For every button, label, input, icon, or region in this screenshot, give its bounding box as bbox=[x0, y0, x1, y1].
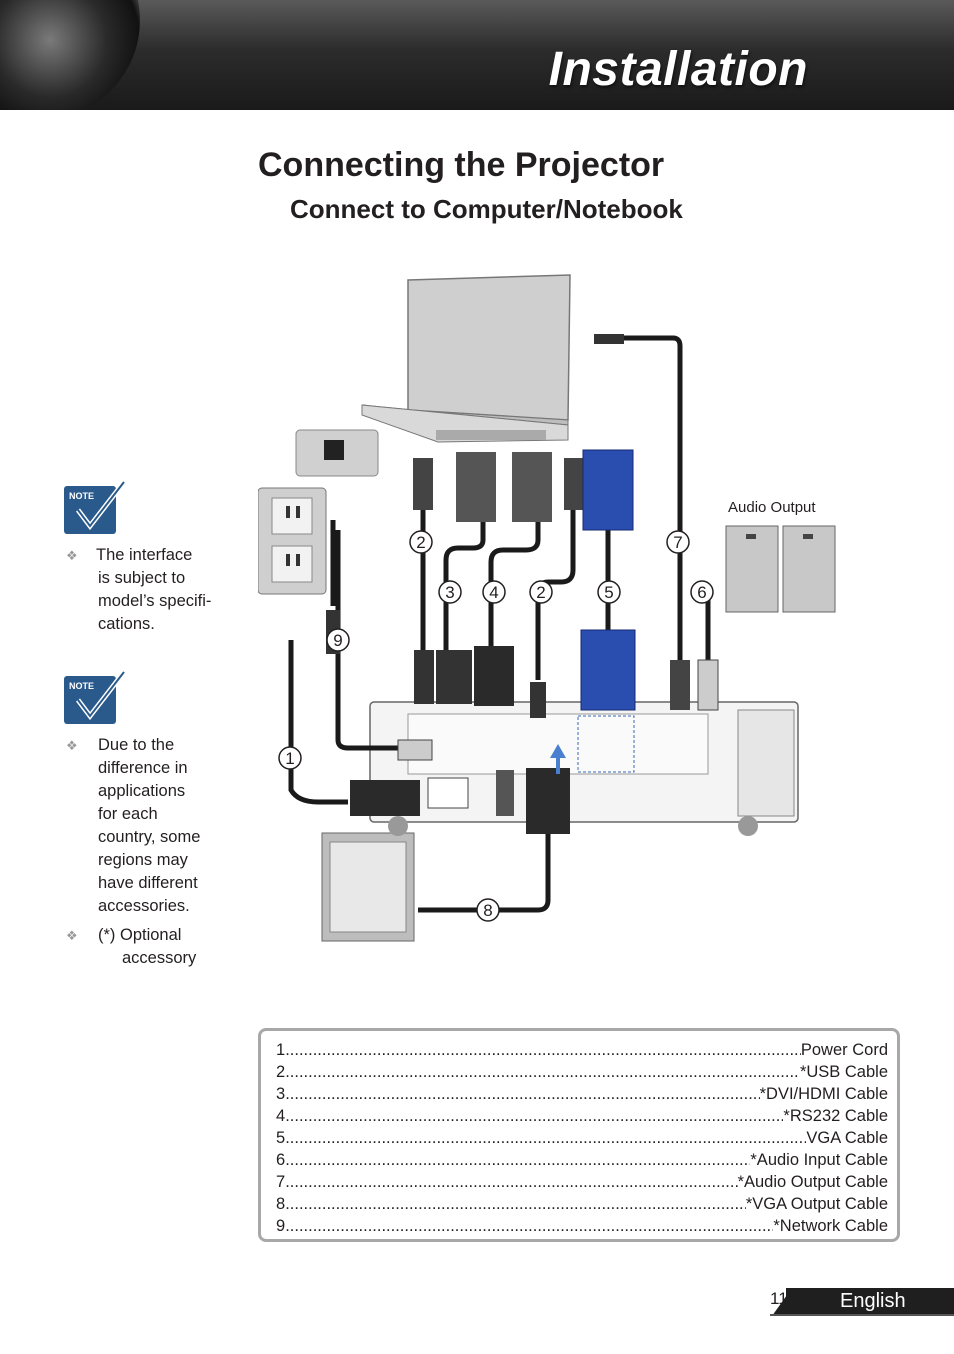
monitor-illustration bbox=[321, 832, 415, 942]
callout-markers: 2 7 3 4 2 5 6 9 1 8 bbox=[278, 530, 714, 922]
audio-output-label: Audio Output bbox=[728, 499, 816, 516]
page-number: 11 bbox=[770, 1289, 788, 1308]
legend-row: 1Power Cord bbox=[276, 1039, 888, 1061]
callout-2: 2 bbox=[416, 533, 425, 552]
section-title: Connect to Computer/Notebook bbox=[290, 194, 683, 224]
header-title: Installation bbox=[548, 43, 808, 96]
header-banner: Installation bbox=[0, 0, 954, 110]
note-line: cations. bbox=[98, 615, 155, 633]
note-line: model’s specifi- bbox=[98, 592, 212, 610]
note-line: for each bbox=[98, 805, 158, 823]
note-label: NOTE bbox=[69, 491, 94, 501]
note-line: Due to the bbox=[98, 736, 175, 754]
callout-1: 1 bbox=[285, 749, 294, 768]
note-line: difference in bbox=[98, 759, 188, 777]
note-line: (*) Optional bbox=[98, 926, 182, 944]
note-line: regions may bbox=[98, 851, 188, 869]
legend-row: 9*Network Cable bbox=[276, 1215, 888, 1237]
note-line: accessory bbox=[122, 949, 197, 967]
note-line: applications bbox=[98, 782, 186, 800]
note-line: accessories. bbox=[98, 897, 190, 915]
legend-row: 7*Audio Output Cable bbox=[276, 1171, 888, 1193]
language-label: English bbox=[840, 1290, 906, 1312]
wall-outlet-illustration bbox=[258, 487, 327, 595]
bullet-icon: ❖ bbox=[66, 928, 78, 943]
legend-row: 8*VGA Output Cable bbox=[276, 1193, 888, 1215]
note-line: have different bbox=[98, 874, 198, 892]
callout-6: 7 bbox=[673, 533, 682, 552]
bullet-icon: ❖ bbox=[66, 548, 78, 563]
legend-row: 2*USB Cable bbox=[276, 1061, 888, 1083]
callout-2: 2 bbox=[536, 583, 545, 602]
note-line: country, some bbox=[98, 828, 201, 846]
projector-lens-graphic bbox=[0, 0, 140, 110]
bullet-icon: ❖ bbox=[66, 738, 78, 753]
callout-4: 4 bbox=[489, 583, 498, 602]
callout-5: 5 bbox=[604, 583, 613, 602]
legend-row: 3*DVI/HDMI Cable bbox=[276, 1083, 888, 1105]
note-line: The interface bbox=[96, 546, 193, 564]
legend-row: 4*RS232 Cable bbox=[276, 1105, 888, 1127]
note-label: NOTE bbox=[69, 681, 94, 691]
note-checkmark-icon: NOTE bbox=[64, 480, 126, 534]
callout-3: 3 bbox=[445, 583, 454, 602]
note-line: is subject to bbox=[98, 569, 186, 587]
cable-legend: 1Power Cord 2*USB Cable 3*DVI/HDMI Cable… bbox=[258, 1028, 900, 1242]
callout-8: 8 bbox=[483, 901, 492, 920]
speakers-illustration bbox=[725, 525, 836, 613]
callout-9: 9 bbox=[333, 631, 342, 650]
legend-row: 6*Audio Input Cable bbox=[276, 1149, 888, 1171]
callout-7: 6 bbox=[697, 583, 706, 602]
note-item: ❖ Due to the difference in applications … bbox=[66, 734, 236, 918]
note-checkmark-icon: NOTE bbox=[64, 670, 126, 724]
connection-diagram: Audio Output bbox=[258, 274, 836, 942]
footer-rule bbox=[770, 1314, 954, 1316]
note-1-text: ❖ The interface is subject to model’s sp… bbox=[66, 544, 236, 636]
projector-illustration bbox=[369, 701, 799, 836]
note-2-text: ❖ Due to the difference in applications … bbox=[66, 734, 236, 970]
note-item: ❖ (*) Optional accessory bbox=[66, 924, 236, 970]
laptop-illustration bbox=[361, 274, 571, 443]
network-jack-illustration bbox=[295, 429, 379, 477]
footer-tab bbox=[786, 1288, 954, 1316]
note-item: ❖ The interface is subject to model’s sp… bbox=[66, 544, 236, 636]
page-title: Connecting the Projector bbox=[258, 146, 665, 184]
legend-row: 5VGA Cable bbox=[276, 1127, 888, 1149]
